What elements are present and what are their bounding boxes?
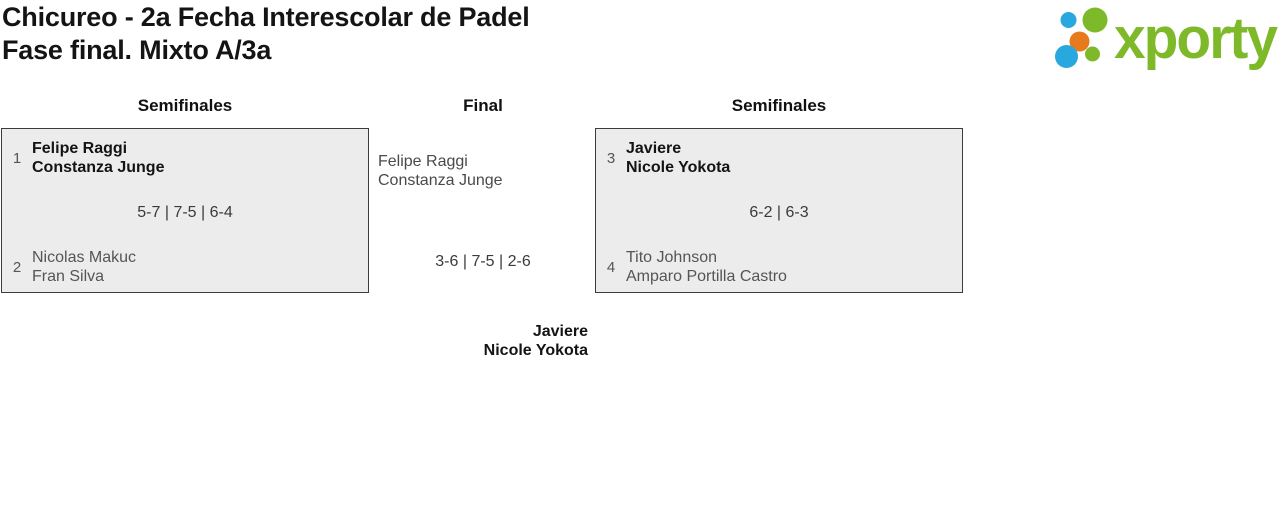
seed-number: 4 [606,258,616,276]
player-name: Constanza Junge [32,159,165,176]
page-title: Chicureo - 2a Fecha Interescolar de Pade… [2,1,530,67]
finalist-team: Felipe Raggi Constanza Junge [378,152,503,190]
team-players: Felipe Raggi Constanza Junge [32,139,164,177]
team-row: 4 Tito Johnson Amparo Portilla Castro [596,248,962,286]
team-row: 1 Felipe Raggi Constanza Junge [2,139,368,177]
player-name: Constanza Junge [378,172,503,189]
seed-number: 3 [606,149,616,167]
xporty-logo[interactable]: xporty [1046,3,1280,73]
match-score: 6-2 | 6-3 [749,204,809,221]
champion-team: Javiere Nicole Yokota [288,322,588,360]
team-players: Javiere Nicole Yokota [626,139,730,177]
match-box-semifinal-left: 1 Felipe Raggi Constanza Junge 5-7 | 7-5… [1,128,369,293]
phase-subtitle: Fase final. Mixto A/3a [2,35,272,65]
logo-dot-small-green-icon [1085,46,1100,62]
player-name: Amparo Portilla Castro [626,268,787,285]
seed-number: 2 [12,258,22,276]
player-name: Nicolas Makuc [32,249,137,266]
final-score: 3-6 | 7-5 | 2-6 [435,253,531,270]
team-players: Tito Johnson Amparo Portilla Castro [626,248,787,286]
player-name: Felipe Raggi [32,140,128,157]
round-header-semifinal-right: Semifinales [731,96,827,115]
match-score: 5-7 | 7-5 | 6-4 [137,204,233,221]
logo-dot-large-blue-icon [1055,45,1078,68]
logo-wordmark: xporty [1114,6,1278,71]
logo-dot-small-blue-icon [1060,12,1077,28]
player-name: Nicole Yokota [626,159,731,176]
team-row: 3 Javiere Nicole Yokota [596,139,962,177]
round-header-semifinal-left: Semifinales [137,96,233,115]
team-row: 2 Nicolas Makuc Fran Silva [2,248,368,286]
match-box-semifinal-right: 3 Javiere Nicole Yokota 6-2 | 6-3 4 Tito… [595,128,963,293]
logo-dot-large-green-icon [1082,7,1108,33]
tournament-title: Chicureo - 2a Fecha Interescolar de Pade… [2,2,530,32]
player-name: Tito Johnson [626,249,718,266]
player-name: Javiere [626,140,682,157]
team-players: Nicolas Makuc Fran Silva [32,248,136,286]
player-name: Felipe Raggi [378,153,468,170]
round-header-final: Final [463,96,503,115]
player-name: Fran Silva [32,268,105,285]
seed-number: 1 [12,149,22,167]
player-name: Nicole Yokota [483,342,588,359]
player-name: Javiere [532,323,588,340]
logo-dot-orange-icon [1069,31,1090,52]
